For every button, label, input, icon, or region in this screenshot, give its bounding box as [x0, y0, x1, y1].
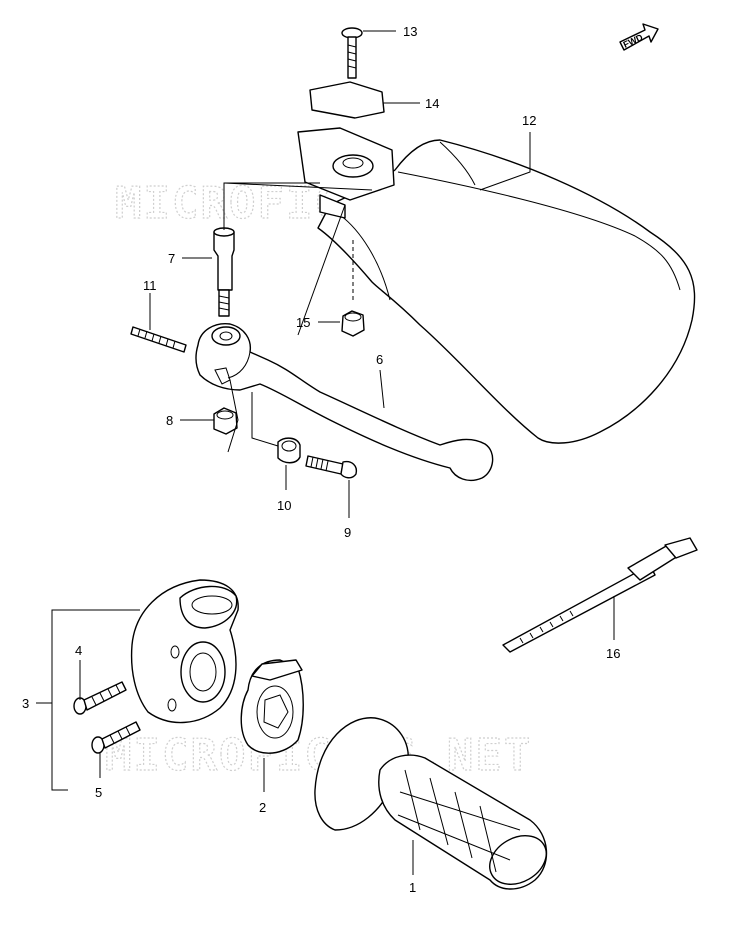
- callout-5: 5: [95, 785, 102, 800]
- nut-8: [213, 407, 238, 435]
- callout-9: 9: [344, 525, 351, 540]
- bolt-9: [305, 455, 358, 479]
- nut-15: [341, 310, 365, 337]
- guard-clamp: [297, 81, 395, 219]
- callout-6: 6: [376, 352, 383, 367]
- adjuster-screw-11: [130, 326, 187, 353]
- cable-tie-16: [502, 537, 698, 653]
- callout-13: 13: [403, 24, 417, 39]
- screw-4: [73, 681, 127, 715]
- throttle-grip-1: [314, 717, 548, 890]
- switch-housing-3: [130, 579, 239, 724]
- throttle-collar-2: [240, 659, 304, 754]
- callout-14: 14: [425, 96, 439, 111]
- hand-guard: [317, 139, 696, 444]
- callout-12: 12: [522, 113, 536, 128]
- callout-11: 11: [143, 278, 157, 293]
- callout-1: 1: [409, 880, 416, 895]
- callout-10: 10: [277, 498, 291, 513]
- pivot-bolt-7: [213, 227, 235, 317]
- callout-8: 8: [166, 413, 173, 428]
- callout-2: 2: [259, 800, 266, 815]
- collar-10: [277, 437, 301, 464]
- callout-16: 16: [606, 646, 620, 661]
- callout-4: 4: [75, 643, 82, 658]
- screw-13: [341, 27, 363, 79]
- fwd-arrow-icon: FWD: [619, 23, 659, 51]
- screw-5: [91, 721, 141, 754]
- callout-15: 15: [296, 315, 310, 330]
- callout-3: 3: [22, 696, 29, 711]
- callout-7: 7: [168, 251, 175, 266]
